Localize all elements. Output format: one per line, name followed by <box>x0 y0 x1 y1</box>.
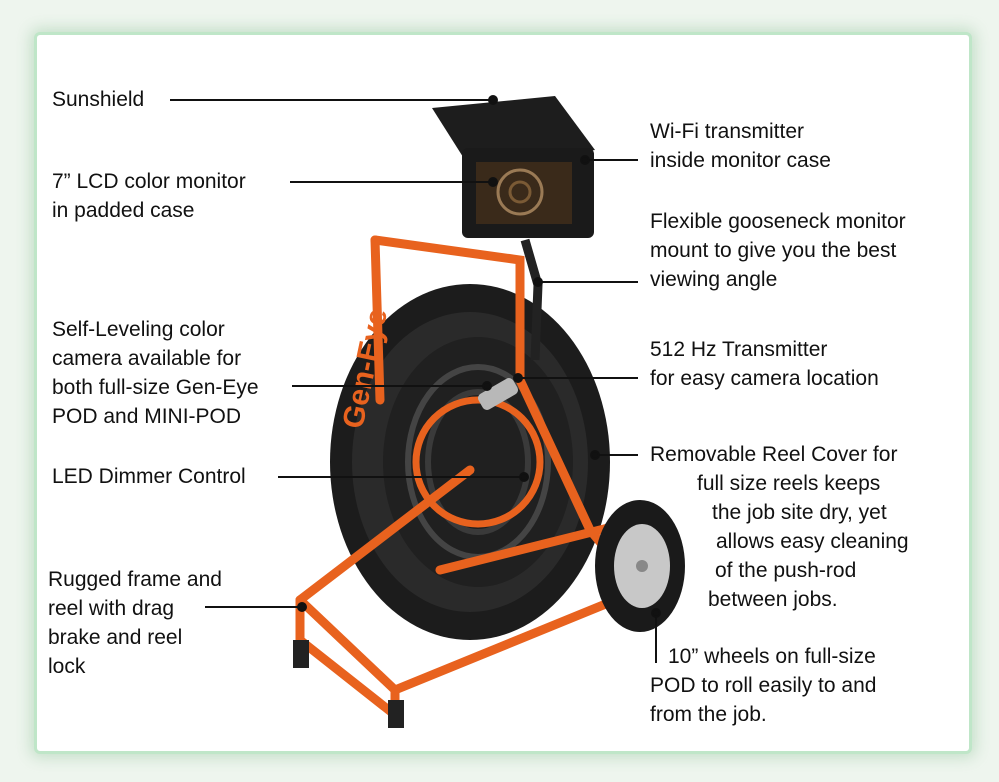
label-reel-cover-line1: Removable Reel Cover for <box>650 443 898 466</box>
label-reel-cover-line6: between jobs. <box>708 588 838 611</box>
label-camera-line2: camera available for <box>52 347 242 370</box>
label-camera-line4: POD and MINI-POD <box>52 405 242 428</box>
frame-foot <box>388 700 404 728</box>
wheel <box>595 500 685 632</box>
label-wifi-line1: Wi-Fi transmitter <box>650 120 804 143</box>
label-camera-line3: both full-size Gen-Eye <box>52 376 259 399</box>
label-lcd-monitor-line2: in padded case <box>52 199 195 222</box>
label-gooseneck-line3: viewing angle <box>650 268 778 291</box>
label-transmitter-line1: 512 Hz Transmitter <box>650 338 828 361</box>
label-frame-line2: reel with drag <box>48 597 175 620</box>
label-wheels-line1: 10” wheels on full-size <box>668 645 876 668</box>
label-lcd-monitor-line1: 7” LCD color monitor <box>52 170 246 193</box>
label-sunshield: Sunshield <box>52 88 145 111</box>
label-reel-cover-line4: allows easy cleaning <box>716 530 909 553</box>
label-led-dimmer: LED Dimmer Control <box>52 465 246 488</box>
label-reel-cover-line3: the job site dry, yet <box>712 501 887 524</box>
label-camera-line1: Self-Leveling color <box>52 318 225 341</box>
label-frame-line4: lock <box>48 655 86 678</box>
label-gooseneck-line1: Flexible gooseneck monitor <box>650 210 906 233</box>
label-frame-line1: Rugged frame and <box>48 568 222 591</box>
camera-head <box>478 378 518 410</box>
label-wifi-line2: inside monitor case <box>650 149 831 172</box>
leader-lines <box>170 95 661 663</box>
label-transmitter-line2: for easy camera location <box>650 367 879 390</box>
label-frame-line3: brake and reel <box>48 626 183 649</box>
label-wheels-line2: POD to roll easily to and <box>650 674 877 697</box>
frame-foot <box>293 640 309 668</box>
label-reel-cover-line2: full size reels keeps <box>697 472 881 495</box>
monitor <box>432 96 595 238</box>
label-reel-cover-line5: of the push-rod <box>715 559 857 582</box>
label-gooseneck-line2: mount to give you the best <box>650 239 897 262</box>
label-wheels-line3: from the job. <box>650 703 767 726</box>
